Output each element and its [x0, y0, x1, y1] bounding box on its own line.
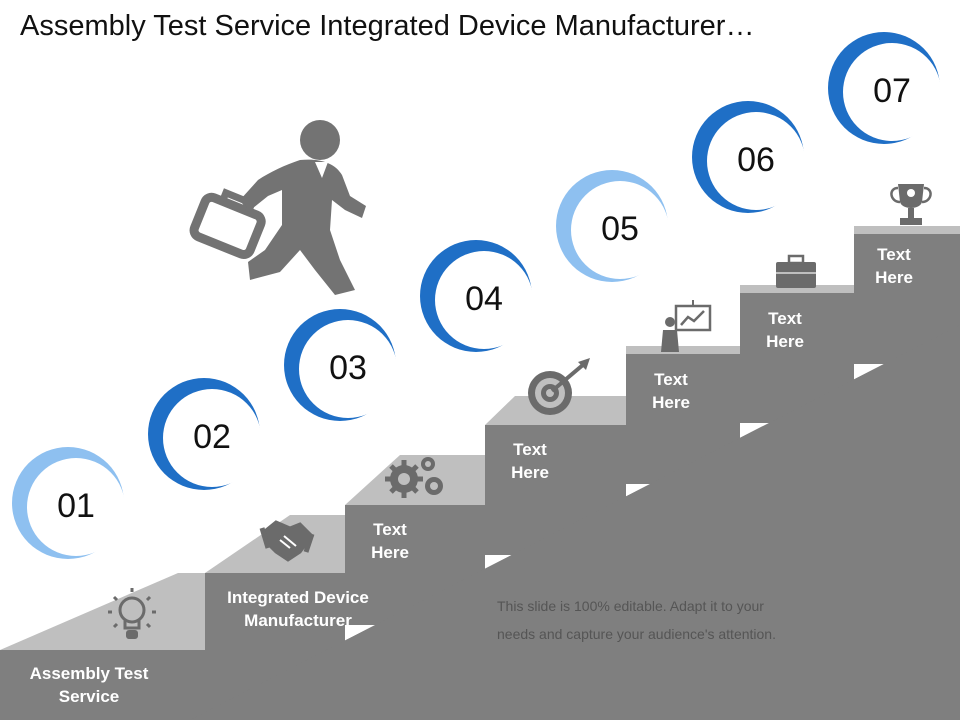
step-number-07: 07	[873, 72, 911, 110]
step-label-07: Text Here	[875, 245, 913, 287]
step-number-05: 05	[601, 210, 639, 248]
number-ring-01	[12, 447, 125, 559]
handshake-icon	[259, 520, 315, 562]
step-label-03: Text Here	[371, 520, 409, 562]
step-number-04: 04	[465, 280, 503, 318]
step-label-05: Text Here	[652, 370, 690, 412]
staircase-base-overlay	[190, 325, 960, 720]
number-ring-02	[148, 378, 261, 490]
number-ring-07	[828, 32, 941, 144]
tread-1	[0, 573, 205, 650]
briefcase-icon	[776, 254, 816, 288]
gears-icon	[385, 457, 443, 498]
step-label-06: Text Here	[766, 309, 804, 351]
step-label-04: Text Here	[511, 440, 549, 482]
number-ring-04	[420, 240, 533, 352]
step-number-06: 06	[737, 141, 775, 179]
step-1	[0, 650, 205, 720]
slide-title: Assembly Test Service Integrated Device …	[20, 10, 755, 42]
presentation-icon	[661, 300, 712, 352]
tread-7	[854, 226, 960, 234]
trophy-icon	[890, 184, 932, 225]
tread-6	[740, 285, 854, 293]
tread-5	[626, 346, 740, 354]
number-ring-05	[556, 170, 669, 282]
target-icon	[528, 358, 590, 415]
lightbulb-icon	[108, 588, 156, 639]
step-label-01: Assembly Test Service	[29, 664, 149, 706]
step-number-01: 01	[57, 487, 95, 525]
step-label-02: Integrated Device Manufacturer	[227, 588, 369, 630]
step-number-03: 03	[329, 349, 367, 387]
slide-description: This slide is 100% editable. Adapt it to…	[497, 598, 776, 642]
businessman-icon	[189, 120, 366, 295]
number-ring-03	[284, 309, 397, 421]
step-number-02: 02	[193, 418, 231, 456]
number-ring-06	[692, 101, 805, 213]
